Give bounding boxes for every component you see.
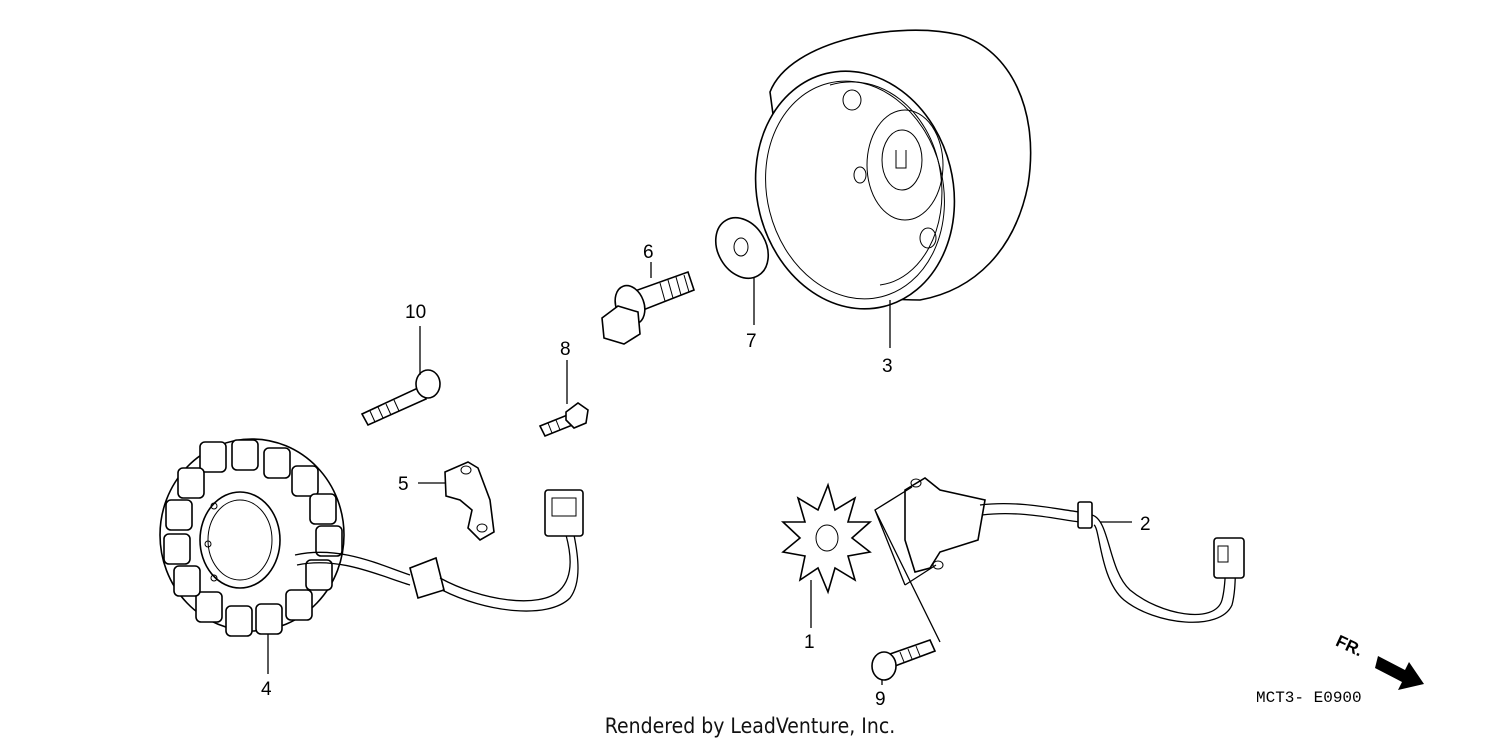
pulser-rotor[interactable] (780, 482, 873, 595)
callout-2: 2 (1140, 514, 1151, 535)
small-bolt[interactable] (538, 402, 589, 438)
direction-label: FR. (1333, 631, 1366, 660)
callout-3: 3 (882, 356, 893, 377)
arrow-icon (1375, 656, 1424, 690)
stator-poles (163, 439, 343, 637)
callout-10: 10 (405, 302, 426, 323)
diagram-code: MCT3- E0900 (1256, 689, 1362, 707)
wire-clamp[interactable] (444, 461, 495, 541)
footer-credit: Rendered by LeadVenture, Inc. (604, 714, 896, 738)
flywheel-rotor[interactable] (731, 29, 1032, 330)
pulse-generator[interactable] (904, 477, 1245, 623)
callout-5: 5 (398, 474, 409, 495)
stator-assembly[interactable] (159, 438, 584, 637)
pulse-generator-bolt[interactable] (871, 639, 937, 681)
callout-1: 1 (804, 632, 815, 653)
long-bolt[interactable] (360, 369, 441, 427)
callout-6: 6 (643, 242, 654, 263)
callout-8: 8 (560, 339, 571, 360)
front-direction-indicator: FR. (1333, 631, 1424, 690)
washer[interactable] (705, 208, 779, 287)
callout-9: 9 (875, 689, 886, 710)
callout-4: 4 (261, 679, 272, 700)
flange-bolt[interactable] (601, 270, 695, 345)
callout-7: 7 (746, 331, 757, 352)
